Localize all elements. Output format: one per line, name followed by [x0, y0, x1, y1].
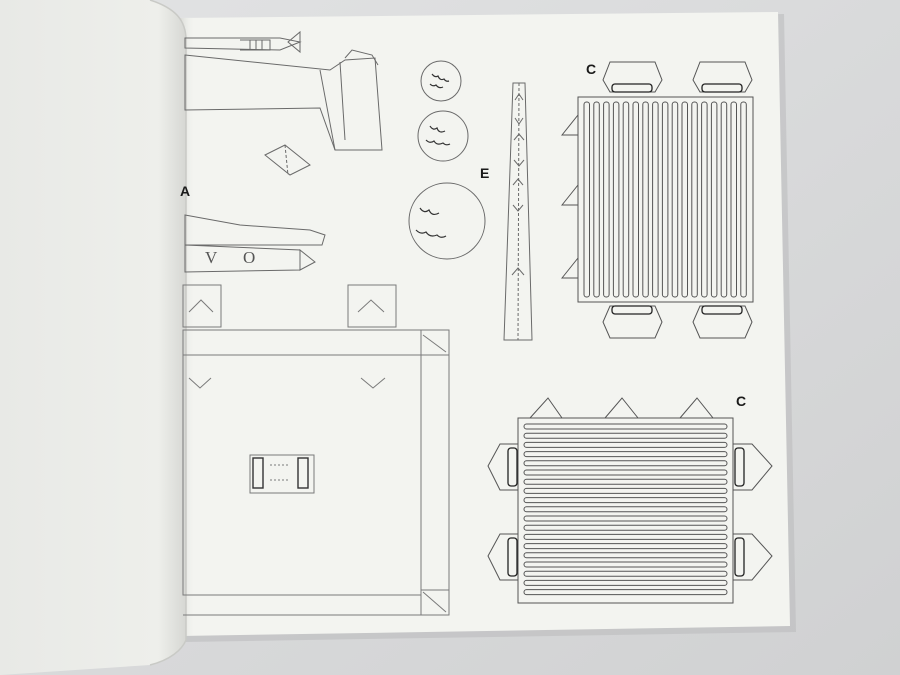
grille-slat: [523, 478, 728, 485]
grille-slat: [681, 101, 688, 298]
grille-slat: [523, 561, 728, 568]
grille-slat: [701, 101, 708, 298]
grille-slat: [523, 441, 728, 448]
grille-slat: [652, 101, 659, 298]
grille-slat: [612, 101, 620, 298]
grille-slat: [523, 570, 728, 577]
lettering-v: V: [205, 248, 218, 267]
grille-slat: [523, 487, 728, 494]
cutout-a-part: [184, 214, 326, 273]
grille-slat: [691, 101, 698, 298]
cutout-c-bottom: [487, 397, 773, 604]
grille-slat: [740, 101, 747, 298]
grille-slat: [720, 101, 728, 298]
label-c-top: C: [586, 61, 596, 77]
c-bottom-slats: [523, 423, 728, 596]
grille-slat: [603, 101, 610, 298]
grille-slat: [523, 543, 728, 550]
grille-slat: [730, 101, 737, 298]
grille-slat: [622, 101, 630, 298]
grille-slat: [583, 101, 590, 298]
grille-slat: [523, 533, 728, 540]
left-page-edge: [149, 0, 187, 666]
cutout-box-net: [182, 284, 450, 616]
grille-slat: [523, 552, 728, 559]
grille-slat: [523, 497, 728, 504]
cutout-circles: [408, 60, 486, 260]
c-top-slats: [583, 101, 747, 298]
label-a: A: [180, 183, 190, 199]
grille-slat: [523, 460, 728, 467]
label-e: E: [480, 165, 489, 181]
grille-slat: [523, 451, 728, 458]
grille-slat: [642, 101, 649, 298]
cutout-top-left-part: [184, 30, 383, 176]
lettering-o: O: [243, 248, 255, 267]
grille-slat: [523, 589, 728, 596]
grille-slat: [523, 579, 728, 586]
grille-slat: [523, 506, 728, 513]
grille-slat: [632, 101, 639, 298]
grille-slat: [523, 524, 728, 531]
grille-slat: [523, 515, 728, 522]
right-page: [175, 12, 790, 636]
grille-slat: [593, 101, 600, 298]
grille-slat: [523, 469, 728, 476]
grille-slat: [523, 432, 728, 439]
grille-slat: [710, 101, 718, 298]
grille-slat: [523, 423, 728, 430]
left-page: [0, 0, 186, 675]
grille-slat: [671, 101, 679, 298]
cutout-e-pole: [503, 82, 533, 341]
label-c-bottom: C: [736, 393, 746, 409]
grille-slat: [661, 101, 669, 298]
cutout-c-top: [560, 61, 754, 339]
